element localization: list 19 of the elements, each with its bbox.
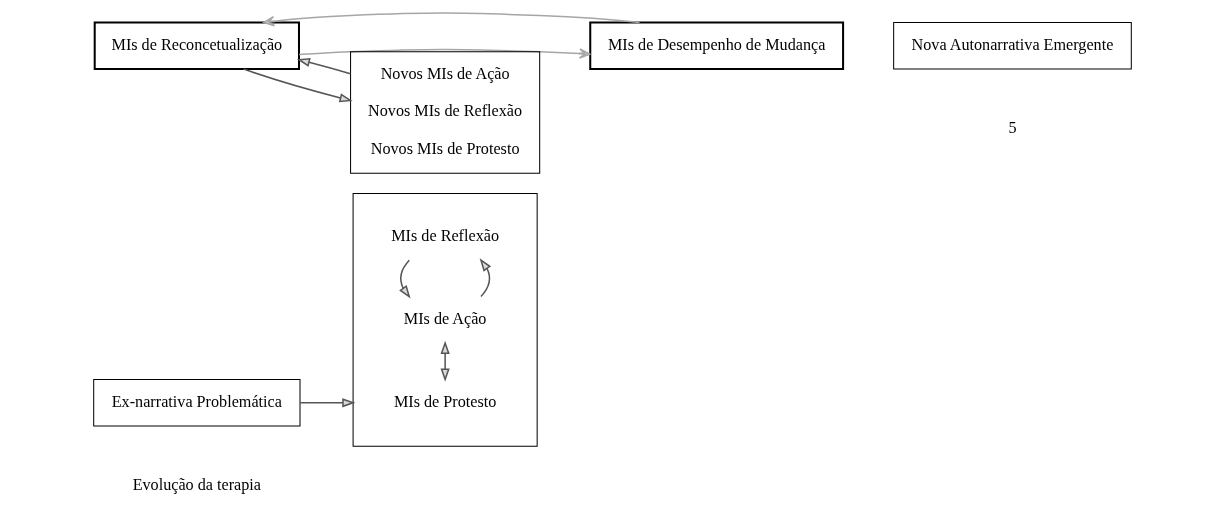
arrow <box>440 340 450 382</box>
cluster <box>352 192 538 447</box>
arrow <box>262 11 640 26</box>
node-box: Ex-narrativa Problemática <box>92 378 300 427</box>
arrow <box>298 397 355 407</box>
arrow <box>242 67 353 102</box>
node-box: MIs de Reconcetualização <box>93 21 300 70</box>
node-text: MIs de Ação <box>403 309 486 327</box>
node-text: MIs de Reflexão <box>390 226 499 244</box>
arrow <box>296 57 351 75</box>
label: 5 <box>1007 118 1017 136</box>
arrow <box>479 257 491 297</box>
label: Evolução da terapia <box>132 475 261 493</box>
node-box: MIs de Desempenho de Mudança <box>588 21 844 70</box>
node-box: Nova Autonarrativa Emergente <box>892 21 1132 70</box>
node-text: MIs de Protesto <box>393 392 496 410</box>
arrow <box>398 258 411 298</box>
node-box: Novos MIs de Ação Novos MIs de Reflexão Novos MIs de Protesto <box>349 50 540 174</box>
arrow <box>297 47 591 59</box>
